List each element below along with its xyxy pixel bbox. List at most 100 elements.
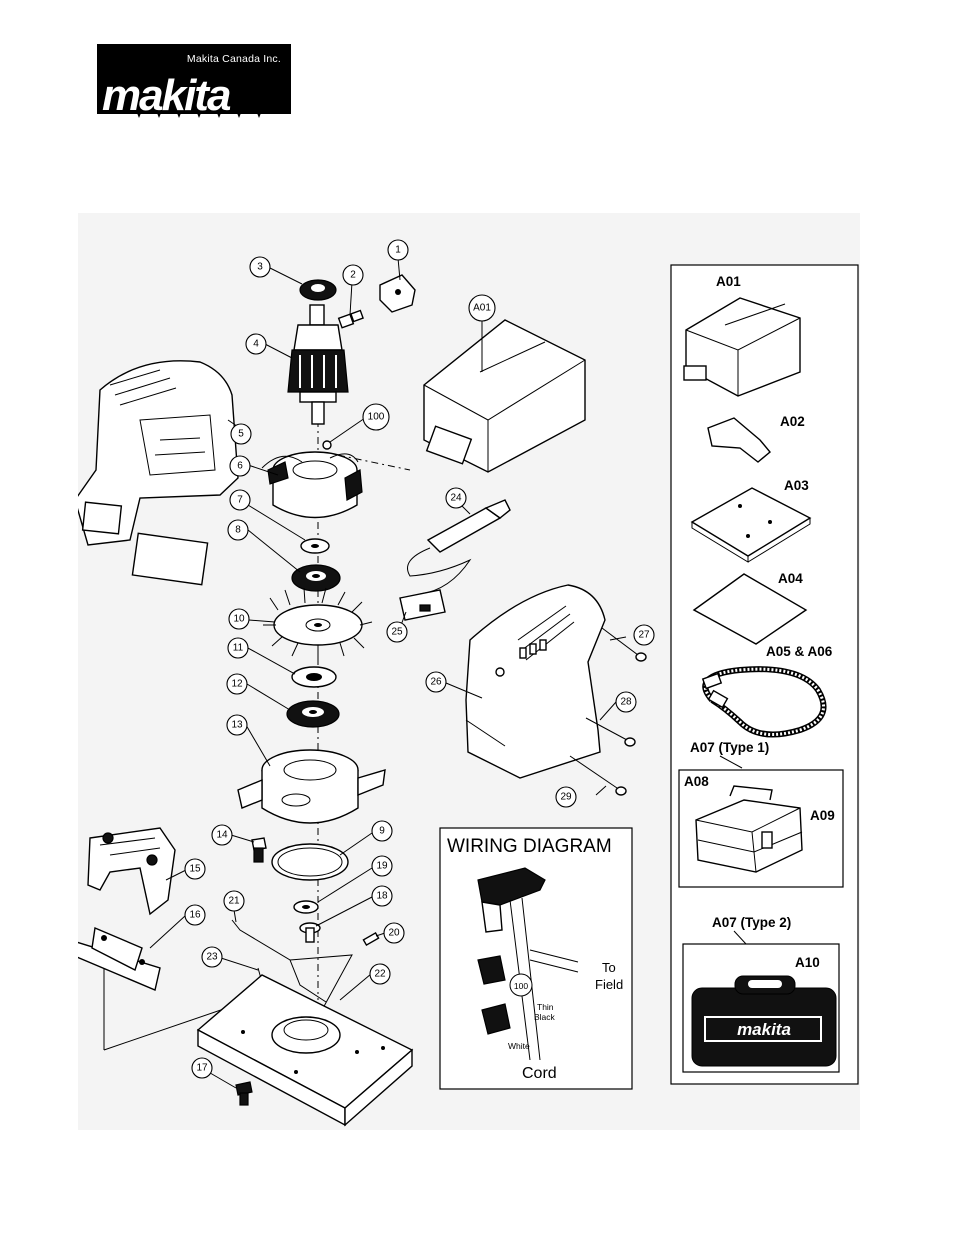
paper-clamp	[87, 827, 176, 916]
logo-wordmark: makita	[102, 71, 231, 120]
callout-A01: A01	[468, 294, 496, 322]
carbon-brush	[337, 309, 364, 329]
leader-lines	[149, 257, 627, 1089]
svg-text:27: 27	[638, 630, 650, 641]
accessory-sandpaper	[692, 573, 808, 645]
callout-12: 12	[226, 673, 248, 695]
svg-text:26: 26	[430, 677, 442, 688]
bearing-3	[299, 279, 337, 301]
svg-text:4: 4	[253, 339, 259, 350]
callout-100: 100	[362, 403, 390, 431]
callout-14: 14	[211, 824, 233, 846]
callout-19: 19	[371, 855, 393, 877]
brush-holder	[379, 274, 416, 313]
label-a07-type2: A07 (Type 2)	[712, 915, 791, 930]
sanding-base	[196, 974, 414, 1127]
callout-26: 26	[425, 671, 447, 693]
callout-24: 24	[445, 487, 467, 509]
svg-text:1: 1	[395, 245, 401, 256]
bearing-retainer-11	[291, 666, 337, 688]
callout-23: 23	[201, 946, 223, 968]
svg-text:9: 9	[379, 826, 385, 837]
callout-27: 27	[633, 624, 655, 646]
svg-text:10: 10	[233, 614, 245, 625]
svg-text:28: 28	[620, 697, 632, 708]
screw-28	[585, 717, 636, 747]
accessories-panel: A01 A02 A03 A04 A05 & A06 A07 (Typ	[670, 264, 859, 1085]
screw-27	[601, 627, 647, 662]
svg-text:7: 7	[237, 495, 243, 506]
callout-5: 5	[230, 423, 252, 445]
screw-29	[569, 755, 627, 796]
callout-21: 21	[223, 890, 245, 912]
callout-6: 6	[229, 455, 251, 477]
svg-text:29: 29	[560, 792, 572, 803]
fan	[263, 587, 373, 660]
label-a01: A01	[716, 274, 741, 289]
bolt-17	[235, 1081, 253, 1106]
wiring-field: Field	[595, 977, 623, 992]
switch	[399, 589, 446, 621]
svg-text:19: 19	[376, 861, 388, 872]
label-a10: A10	[795, 955, 820, 970]
accessory-punch-plate	[690, 487, 812, 563]
washer-19	[293, 900, 319, 914]
label-a09: A09	[810, 808, 835, 823]
callout-7: 7	[229, 489, 251, 511]
svg-text:24: 24	[450, 493, 462, 504]
rubber-ring	[271, 843, 349, 881]
wiring-black: Black	[534, 1012, 556, 1022]
callout-29: 29	[555, 786, 577, 808]
label-a04: A04	[778, 571, 803, 586]
svg-text:15: 15	[189, 864, 201, 875]
clamp-lever	[78, 927, 161, 991]
label-a05-a06: A05 & A06	[766, 644, 833, 659]
callout-16: 16	[184, 904, 206, 926]
svg-text:8: 8	[235, 525, 241, 536]
accessory-hose	[701, 666, 827, 738]
screw-18	[299, 922, 321, 943]
callout-28: 28	[615, 691, 637, 713]
svg-text:22: 22	[374, 969, 386, 980]
a07-type1-leader	[719, 755, 743, 769]
wiring-title: WIRING DIAGRAM	[447, 836, 612, 857]
dust-box	[423, 319, 586, 473]
dust-box-line	[337, 454, 411, 471]
svg-text:18: 18	[376, 891, 388, 902]
svg-text:23: 23	[206, 952, 218, 963]
carrying-case-type1	[695, 785, 803, 873]
carrying-case-type2	[691, 975, 837, 1067]
exploded-parts-diagram: 1 2 3 4 5 6 7 8 9 10 11 12 13 14 15 16 1…	[78, 213, 860, 1130]
bearing-12	[286, 700, 340, 728]
washer-7	[300, 538, 330, 554]
wiring-diagram: WIRING DIAGRAM 100 To Field Thin Black W…	[439, 827, 633, 1090]
svg-text:12: 12	[231, 679, 243, 690]
callout-11: 11	[227, 637, 249, 659]
motor-housing	[465, 584, 606, 779]
company-name: Makita Canada Inc.	[186, 53, 281, 65]
svg-text:A01: A01	[473, 303, 491, 314]
bearing-housing	[237, 749, 386, 824]
svg-text:6: 6	[237, 461, 243, 472]
wiring-to: To	[602, 960, 616, 975]
makita-logo: Makita Canada Inc. makita	[97, 44, 291, 118]
bearing-8	[291, 564, 341, 592]
callout-1: 1	[387, 239, 409, 261]
wiring-thin: Thin	[537, 1002, 554, 1012]
accessory-dust-box	[683, 297, 801, 397]
callout-13: 13	[226, 714, 248, 736]
wiring-callout-100: 100	[514, 981, 528, 991]
callout-22: 22	[369, 963, 391, 985]
case-logo: makita	[737, 1020, 791, 1039]
parts-drawing-svg: 1 2 3 4 5 6 7 8 9 10 11 12 13 14 15 16 1…	[78, 239, 859, 1127]
svg-text:2: 2	[350, 270, 356, 281]
callout-10: 10	[228, 608, 250, 630]
callout-25: 25	[386, 621, 408, 643]
housing-half	[78, 360, 239, 546]
callout-18: 18	[371, 885, 393, 907]
accessory-nozzle	[707, 417, 771, 463]
callout-2: 2	[342, 264, 364, 286]
label-a08: A08	[684, 774, 709, 789]
callout-3: 3	[249, 256, 271, 278]
svg-text:3: 3	[257, 262, 263, 273]
